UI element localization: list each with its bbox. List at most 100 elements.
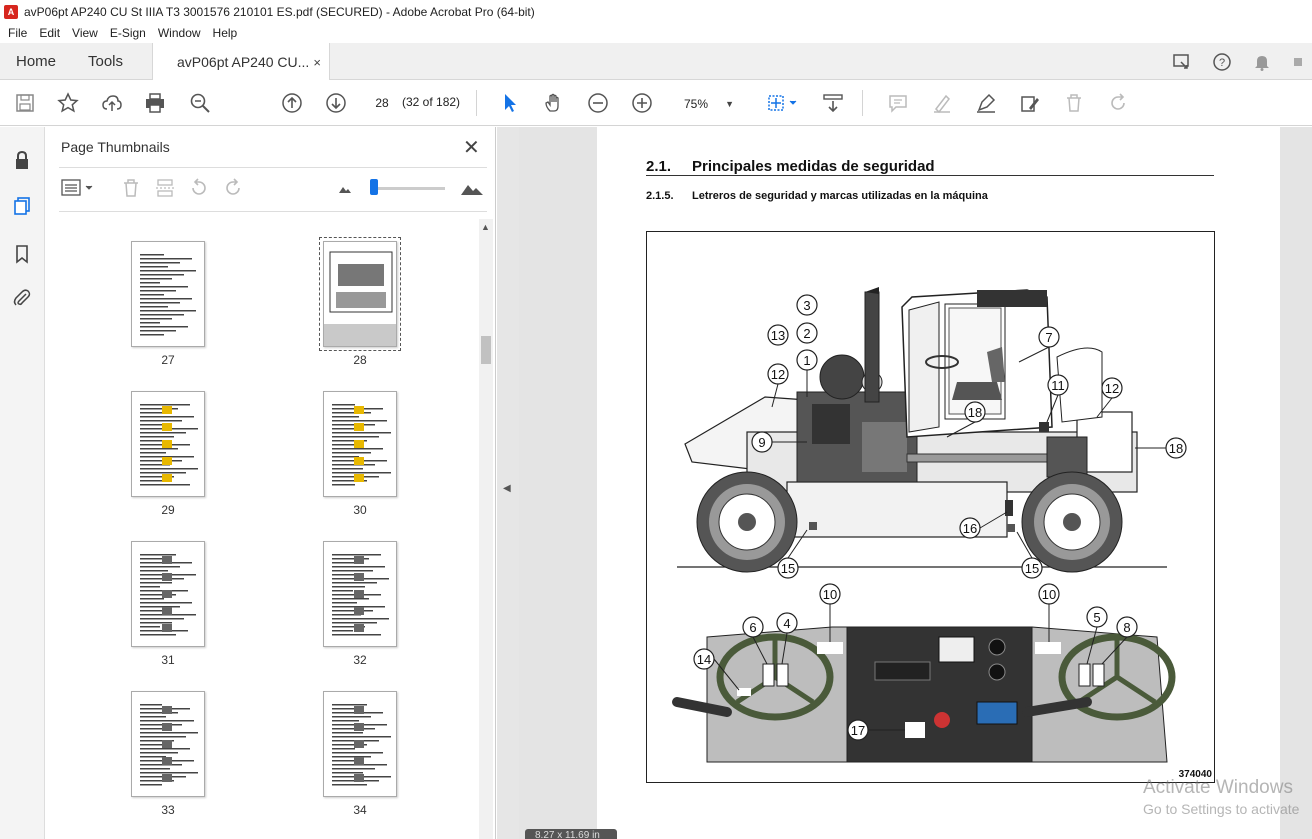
page-thumbnail-label: 34 [353,803,367,817]
lock-icon[interactable] [11,149,33,171]
page-number-input[interactable]: 28 [368,91,396,115]
svg-text:1: 1 [803,353,810,368]
tab-bar: Home Tools avP06pt AP240 CU... × ? [0,43,1312,81]
thumbnail-size-small-icon[interactable] [333,177,355,199]
fit-page-icon[interactable] [765,91,801,115]
menu-window[interactable]: Window [157,26,201,40]
collapse-arrow-icon: ◀ [503,483,511,494]
scroll-mode-icon[interactable] [821,91,845,115]
thumbnail-size-slider-track[interactable] [375,187,445,190]
tabbar-actions: ? [1162,43,1312,80]
page-count: (32 of 182) [402,95,461,109]
svg-text:10: 10 [1042,587,1056,602]
zoom-out-icon[interactable] [586,91,610,115]
menu-edit[interactable]: Edit [39,26,61,40]
attachments-paperclip-icon[interactable] [11,287,33,309]
sign-in-icon[interactable] [1292,52,1302,72]
stamp-edit-icon[interactable] [1018,91,1042,115]
rotate-left-icon[interactable] [188,177,210,199]
thumbnail-size-slider-handle[interactable] [370,179,378,195]
page-thumbnail[interactable] [131,391,205,497]
notifications-bell-icon[interactable] [1252,52,1272,72]
panel-divider [59,211,487,212]
bookmarks-icon[interactable] [11,243,33,265]
menu-bar: File Edit View E-Sign Window Help [0,23,1312,43]
subsection-number: 2.1.5. [646,190,674,202]
save-icon[interactable] [13,91,37,115]
page-thumbnail[interactable] [131,241,205,347]
menu-esign[interactable]: E-Sign [109,26,146,40]
page-thumbnail[interactable] [323,541,397,647]
close-panel-icon[interactable]: ✕ [463,137,480,159]
page-thumbnails-icon[interactable] [11,195,33,217]
tab-home[interactable]: Home [16,53,57,70]
subsection-heading: 2.1.5.Letreros de seguridad y marcas uti… [646,190,988,202]
acrobat-icon: A [4,4,18,19]
previous-page-icon[interactable] [280,91,304,115]
insert-page-icon[interactable] [154,177,176,199]
svg-text:3: 3 [803,298,810,313]
draw-pen-icon[interactable] [974,91,998,115]
zoom-search-icon[interactable] [188,91,212,115]
svg-text:9: 9 [758,435,765,450]
window-title: avP06pt AP240 CU St IIIA T3 3001576 2101… [24,4,535,19]
delete-trash-icon[interactable] [1062,91,1086,115]
options-menu-icon[interactable] [61,177,97,199]
svg-text:13: 13 [771,328,785,343]
hand-tool-icon[interactable] [542,91,566,115]
page-thumbnail[interactable] [131,541,205,647]
document-canvas[interactable]: 2.1.Principales medidas de seguridad 2.1… [519,127,1312,839]
svg-text:15: 15 [781,561,795,576]
thumbnail-toolbar [45,169,496,209]
panel-title: Page Thumbnails [61,139,170,155]
upload-cloud-icon[interactable] [100,91,124,115]
tab-tools[interactable]: Tools [88,53,124,70]
highlight-pen-icon[interactable] [930,91,954,115]
page-thumbnail-label: 33 [161,803,175,817]
panel-header: Page Thumbnails ✕ [45,127,496,167]
svg-text:6: 6 [749,620,756,635]
zoom-in-icon[interactable] [630,91,654,115]
heading-rule [646,175,1214,176]
thumbnail-size-large-icon[interactable] [459,177,485,199]
menu-help[interactable]: Help [212,26,238,40]
print-icon[interactable] [143,91,167,115]
machine-illustration: 3 2 1 13 12 9 7 11 12 18 18 16 15 15 10 … [672,287,1187,763]
comment-icon[interactable] [886,91,910,115]
close-tab-icon[interactable]: × [313,54,321,70]
watermark-line2: Go to Settings to activate [1143,801,1300,817]
svg-text:18: 18 [968,405,982,420]
svg-text:11: 11 [1051,378,1065,393]
page-thumbnail[interactable] [319,237,401,351]
scroll-up-icon[interactable]: ▲ [481,222,490,232]
svg-text:?: ? [1219,57,1225,69]
page-thumbnail[interactable] [323,391,397,497]
select-cursor-icon[interactable] [498,91,522,115]
share-screen-icon[interactable] [1172,52,1192,72]
toolbar-divider [862,90,863,116]
zoom-level-dropdown[interactable]: 75% ▼ [676,93,742,115]
help-icon[interactable]: ? [1212,52,1232,72]
next-page-icon[interactable] [324,91,348,115]
main-toolbar: 28 (32 of 182) 75% ▼ [0,80,1312,126]
redo-icon[interactable] [1106,91,1130,115]
section-heading: 2.1.Principales medidas de seguridad [646,158,935,175]
page-thumbnail[interactable] [131,691,205,797]
menu-file[interactable]: File [8,26,28,40]
page-thumbnail[interactable] [323,691,397,797]
svg-text:15: 15 [1025,561,1039,576]
title-bar: A avP06pt AP240 CU St IIIA T3 3001576 21… [0,0,1312,23]
delete-page-icon[interactable] [120,177,142,199]
thumbnail-scrollbar[interactable]: ▲ [479,219,493,839]
svg-text:10: 10 [823,587,837,602]
bookmark-star-icon[interactable] [56,91,80,115]
scrollbar-thumb[interactable] [481,336,491,364]
callout-labels [693,294,1187,741]
rotate-right-icon[interactable] [222,177,244,199]
menu-view[interactable]: View [72,26,98,40]
tab-document[interactable]: avP06pt AP240 CU... × [152,43,330,81]
panel-collapse-handle[interactable]: ◀ [497,127,519,839]
activate-windows-watermark: Activate Windows Go to Settings to activ… [1143,777,1299,817]
